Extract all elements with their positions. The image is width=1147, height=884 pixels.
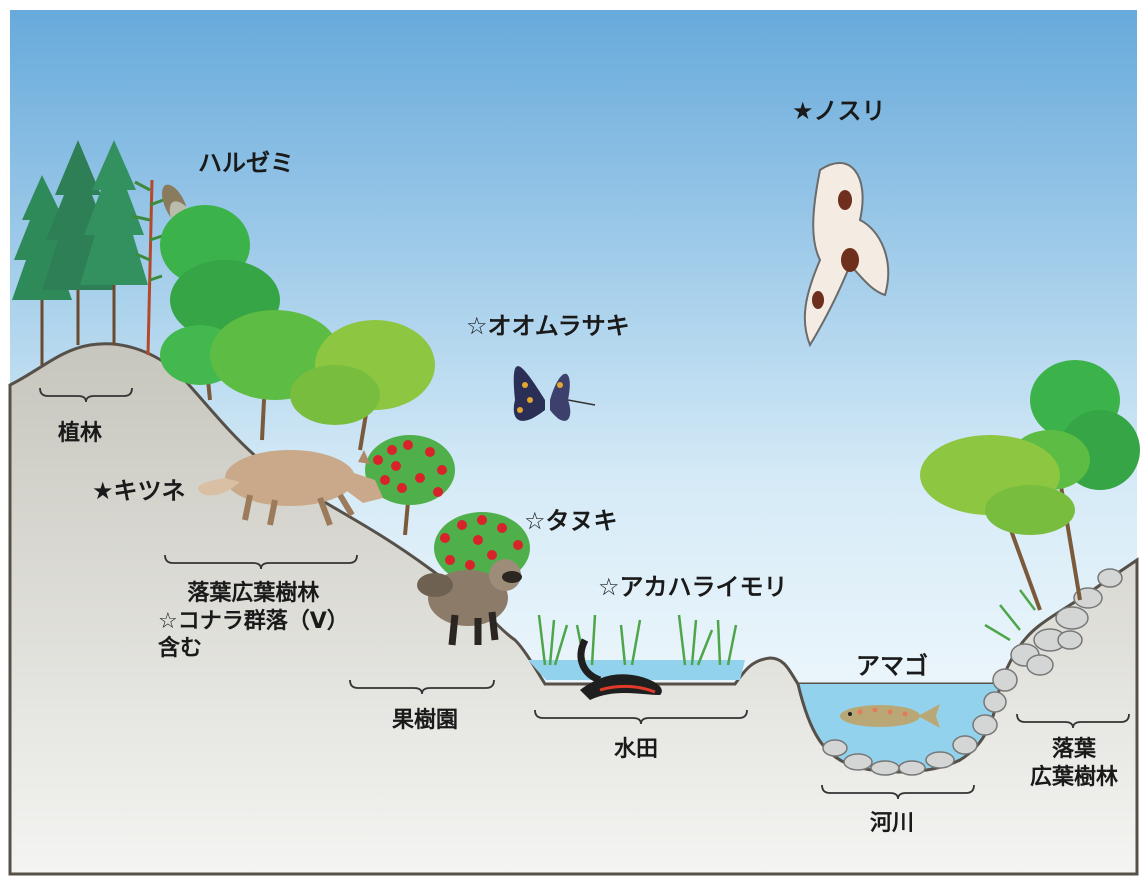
- bracket-rakuyo: [164, 554, 358, 570]
- label-nosuri: ★ノスリ: [792, 97, 886, 125]
- bracket-kasen: [821, 784, 975, 800]
- amago-fish-icon: [840, 704, 940, 728]
- habitat-rakuyo-line1: 落葉広葉樹林: [187, 581, 320, 606]
- habitat-kasen: 河川: [870, 811, 915, 836]
- deciduous-trees-hill: [160, 205, 435, 451]
- fox-icon: [197, 450, 383, 527]
- habitat-rakuyo2-line1: 落葉: [1052, 737, 1097, 762]
- butterfly-icon: [513, 366, 596, 421]
- habitat-rakuyo2-block: 落葉 広葉樹林: [1030, 736, 1118, 791]
- habitat-brackets: [39, 387, 1130, 800]
- label-amago: アマゴ: [856, 652, 928, 680]
- bracket-shokurin: [39, 387, 133, 403]
- bracket-suiden: [534, 709, 748, 725]
- conifer-trees: [12, 140, 148, 365]
- label-akaharaimori: ☆アカハライモリ: [598, 573, 788, 601]
- river-water: [798, 684, 1000, 772]
- river-stones: [822, 568, 1123, 776]
- habitat-suiden: 水田: [614, 737, 659, 762]
- label-haruzemi: ハルゼミ: [198, 149, 294, 177]
- habitat-shokurin: 植林: [58, 421, 103, 446]
- bracket-rakuyo2: [1016, 713, 1130, 729]
- habitat-rakuyo2-line2: 広葉樹林: [1030, 764, 1119, 790]
- habitat-rakuyo-line2: ☆コナラ群落（V）: [158, 608, 349, 634]
- apple-tree: [365, 435, 455, 536]
- pine-tree: [131, 179, 167, 356]
- conifer-tree: [80, 140, 148, 345]
- label-tanuki: ☆タヌキ: [524, 507, 618, 535]
- habitat-rakuyo-block: 落葉広葉樹林 ☆コナラ群落（V） 含む: [158, 580, 349, 663]
- newt-icon: [577, 638, 662, 700]
- bracket-kajuen: [349, 679, 495, 695]
- label-oomurasaki: ☆オオムラサキ: [466, 312, 630, 340]
- deciduous-trees-right: [920, 360, 1140, 611]
- label-kitsune: ★キツネ: [92, 477, 186, 505]
- habitat-kajuen: 果樹園: [392, 708, 459, 733]
- raccoon-dog-icon: [417, 559, 522, 646]
- buzzard-icon: [803, 162, 890, 348]
- habitat-rakuyo-line3: 含む: [158, 636, 203, 661]
